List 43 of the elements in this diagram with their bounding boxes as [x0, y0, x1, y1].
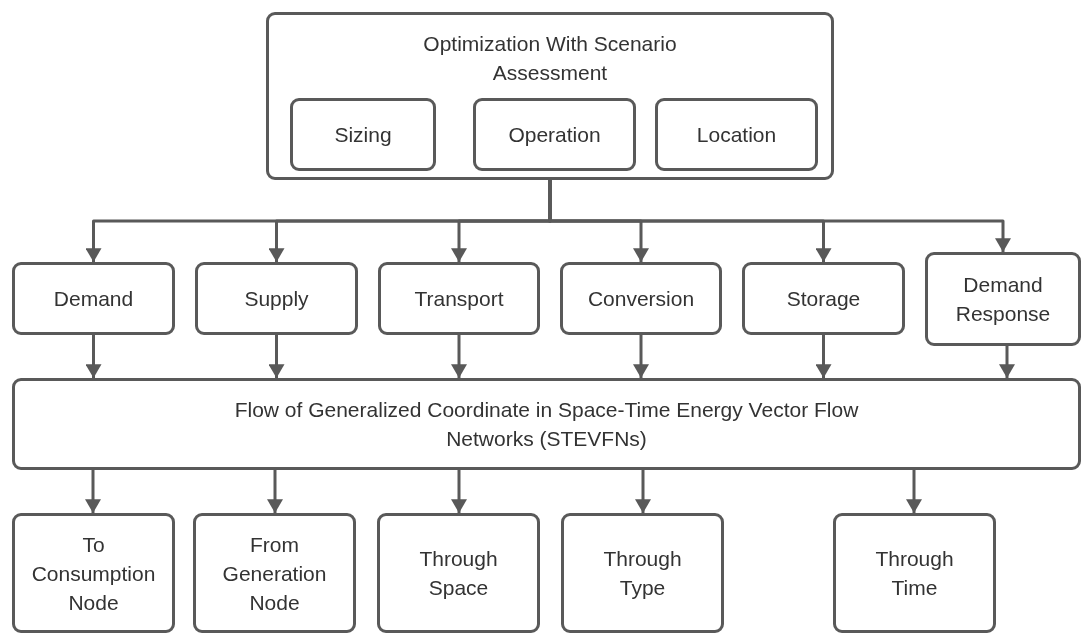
arrow [85, 335, 102, 378]
arrow [451, 335, 467, 378]
node-label: From Generation Node [221, 531, 328, 616]
process-box [742, 262, 905, 335]
node-label: Through Type [602, 546, 683, 601]
node-label: Location [696, 122, 777, 148]
arrow [999, 346, 1015, 378]
process-box [560, 262, 722, 335]
arrow [85, 470, 101, 513]
process-box [12, 262, 175, 335]
process-box [12, 513, 175, 633]
process-box [377, 513, 540, 633]
group-heading: Optimization With Scenario Assessment [422, 31, 678, 86]
node-label: Demand Response [954, 272, 1052, 327]
node-label: Demand [53, 286, 134, 312]
process-box [12, 378, 1081, 470]
node-label: Through Space [418, 546, 499, 601]
node-label: Supply [244, 286, 309, 312]
process-box [561, 513, 724, 633]
node-label: To Consumption Node [30, 531, 157, 616]
arrow [268, 335, 285, 378]
arrow [635, 470, 651, 513]
node-label: Transport [414, 286, 504, 312]
node-label: Conversion [587, 286, 695, 312]
arrow [267, 470, 283, 513]
process-box [195, 262, 358, 335]
process-box [378, 262, 540, 335]
process-box [833, 513, 996, 633]
node-label: Operation [508, 122, 601, 148]
arrow [906, 470, 922, 513]
node-label: Flow of Generalized Coordinate in Space-Time Energy Vector Flow Networks (STEVFNs) [233, 397, 860, 452]
node-label: Storage [786, 286, 861, 312]
arrow [451, 470, 467, 513]
process-box [193, 513, 356, 633]
process-box [925, 252, 1081, 346]
arrow [633, 335, 649, 378]
process-box [655, 98, 818, 171]
node-label: Sizing [334, 122, 392, 148]
arrow [815, 335, 832, 378]
node-label: Through Time [874, 546, 955, 601]
process-box [290, 98, 436, 171]
process-box [473, 98, 636, 171]
group-box [266, 12, 834, 180]
